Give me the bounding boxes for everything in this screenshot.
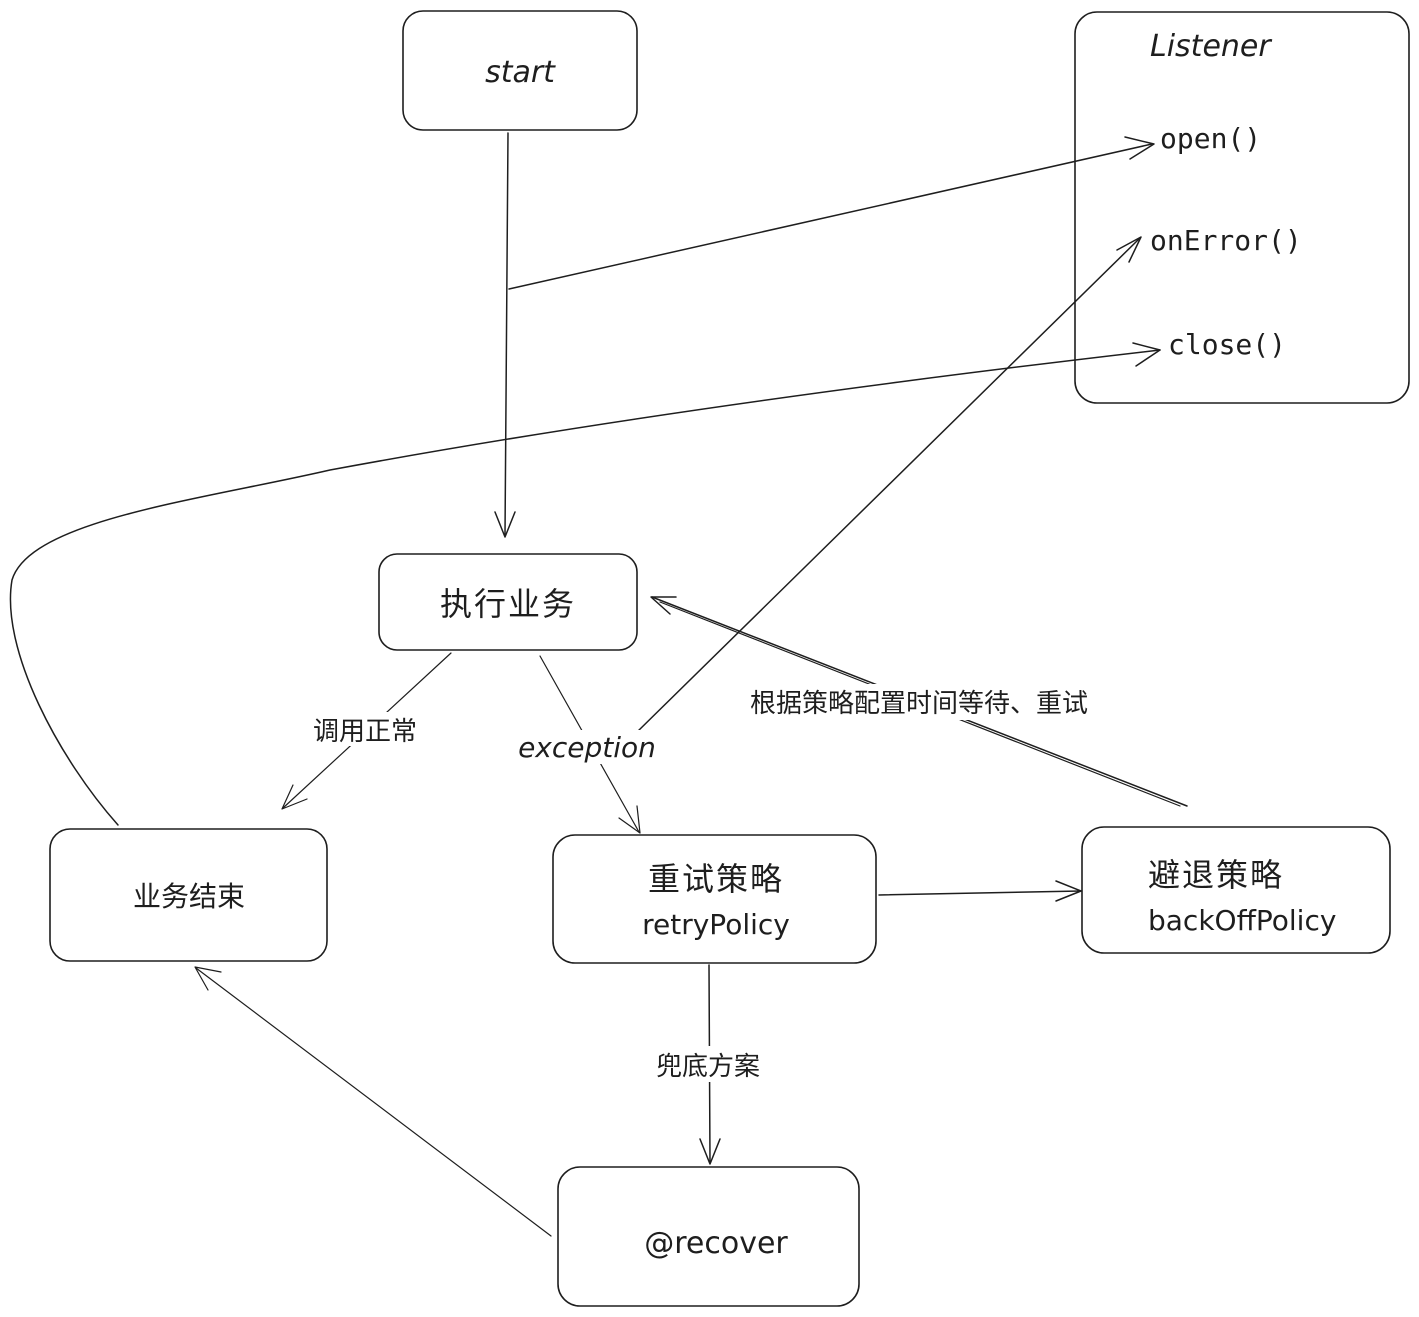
edge-label-exception: exception [518,730,656,764]
edge-start-to-execute [494,132,516,538]
wait-retry-label: 根据策略配置时间等待、重试 [750,689,1088,719]
recover-label: @recover [644,1226,788,1261]
execute-label: 执行业务 [440,585,576,623]
edge-retry-to-backoff [878,880,1082,902]
edge-label-wait-retry: 根据策略配置时间等待、重试 [730,684,1108,720]
business-end-label: 业务结束 [133,880,245,913]
retry-policy-title: 重试策略 [648,860,784,898]
listener-method-close: close() [1168,328,1286,361]
business-end-node: 业务结束 [49,828,328,962]
edge-label-fallback: 兜底方案 [648,1046,768,1082]
listener-node: Listener open() onError() close() [1074,11,1410,404]
start-label: start [485,55,556,90]
exception-label: exception [518,731,656,764]
listener-method-onerror: onError() [1150,224,1302,257]
edge-recover-to-business-end [194,966,552,1237]
edge-to-listener-open [508,136,1155,290]
execute-node: 执行业务 [378,553,638,651]
listener-method-open: open() [1160,122,1261,155]
backoff-policy-node: 避退策略 backOffPolicy [1081,826,1391,954]
backoff-policy-name: backOffPolicy [1148,904,1336,937]
edge-business-end-to-close [9,342,1161,826]
edge-label-normal-call: 调用正常 [306,712,424,747]
recover-node: @recover [557,1166,860,1307]
retry-policy-name: retryPolicy [642,908,790,941]
edge-exception-to-onerror [635,236,1142,734]
retry-policy-node: 重试策略 retryPolicy [552,834,877,964]
backoff-policy-title: 避退策略 [1148,856,1284,894]
normal-call-label: 调用正常 [313,717,417,747]
fallback-label: 兜底方案 [656,1052,760,1082]
start-node: start [402,10,638,131]
listener-title: Listener [1150,29,1272,64]
